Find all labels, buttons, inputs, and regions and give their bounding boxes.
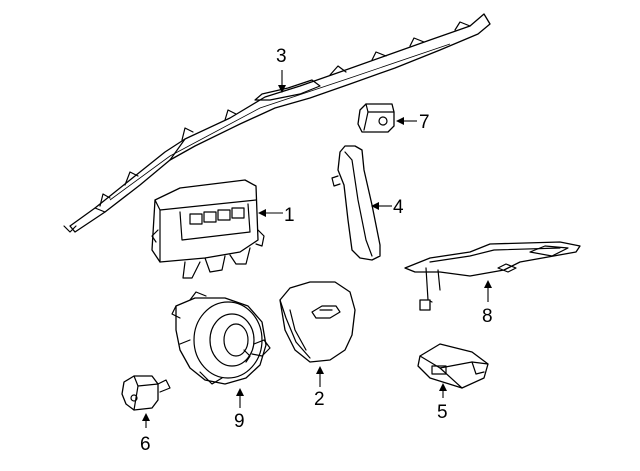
part-8-bracket [404,241,581,311]
part-1-passenger-airbag [151,179,265,279]
part-3-curtain-airbag [63,13,491,233]
part-4-side-airbag [331,145,381,261]
part-2-driver-airbag [279,281,356,363]
callout-3: 3 [276,46,287,67]
leader-4 [371,202,392,210]
callout-8: 8 [482,306,493,327]
callout-9: 9 [234,411,245,432]
leader-8 [484,280,492,302]
callout-2: 2 [314,389,325,410]
callout-1: 1 [284,205,295,226]
callout-5: 5 [437,402,448,423]
leader-7 [396,117,417,125]
part-6-sensor [121,375,171,411]
callout-7: 7 [419,112,430,133]
callout-4: 4 [393,197,404,218]
leader-5 [439,383,447,398]
part-5-control-module [417,343,489,389]
leader-1 [258,209,283,217]
leader-9 [236,388,244,408]
leader-3 [278,70,286,93]
leader-6 [142,413,150,428]
part-7-impact-sensor [357,103,395,133]
part-9-clock-spring [171,291,271,385]
callout-6: 6 [140,434,151,455]
leader-2 [316,366,324,387]
